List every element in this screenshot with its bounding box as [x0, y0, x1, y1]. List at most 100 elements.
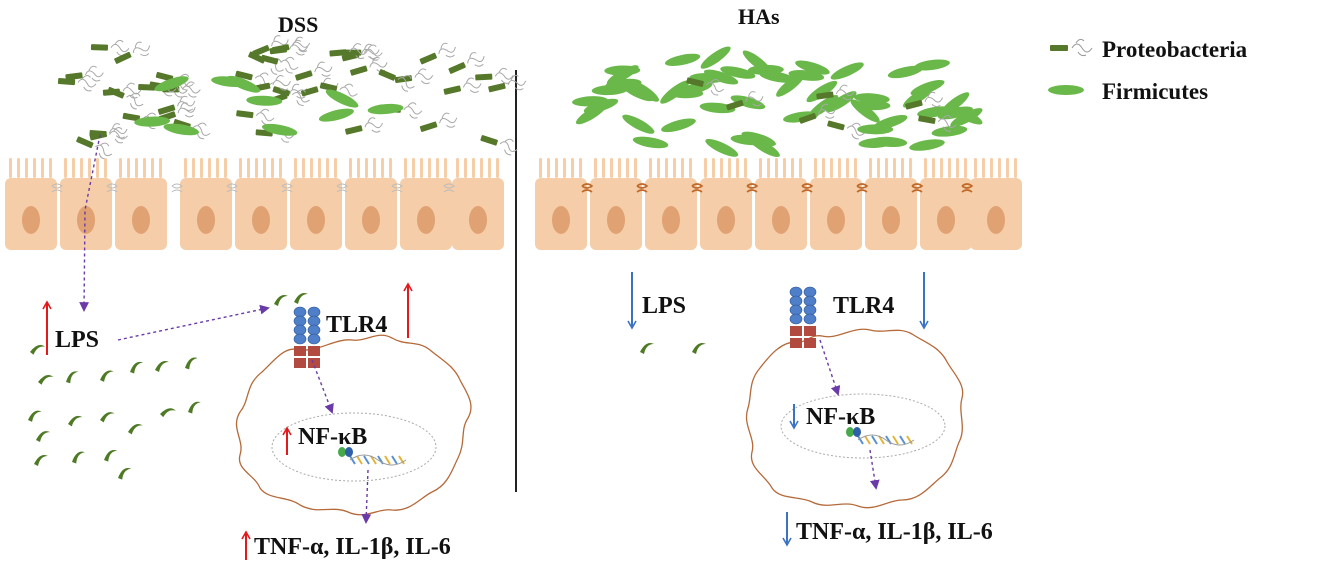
epithelial-cell: [746, 158, 807, 250]
left-lps-to-tlr4-arrow: [117, 304, 270, 341]
lps-fragment: [128, 424, 143, 435]
proteobacteria-bacterium: [329, 43, 368, 60]
epithelial-cell: [801, 158, 862, 250]
firmicutes-bacterium: [677, 81, 713, 96]
firmicutes-bacterium: [747, 64, 784, 75]
epithelial-cell: [581, 158, 642, 250]
proteobacteria-bacterium: [419, 42, 456, 65]
left-nucleus: [271, 412, 437, 482]
left-nfkb-to-cytokine-arrow: [361, 469, 372, 524]
lps-fragment: [274, 295, 288, 306]
proteobacteria-bacterium: [827, 120, 865, 140]
firmicutes-bacterium: [211, 76, 247, 87]
firmicutes-bacterium: [788, 70, 825, 81]
proteobacteria-bacterium: [419, 112, 458, 132]
right-cytokine-down-arrow: [782, 512, 792, 547]
lps-fragment: [155, 360, 169, 372]
epithelial-cell: [106, 158, 167, 250]
proteobacteria-bacterium: [816, 84, 855, 101]
lps-fragment: [130, 361, 144, 374]
firmicutes-bacterium: [910, 79, 945, 96]
firmicutes-bacterium: [572, 96, 609, 107]
proteobacteria-bacterium: [269, 39, 308, 56]
lps-fragment: [66, 371, 79, 384]
right-nucleus: [780, 393, 946, 459]
firmicutes-bacterium: [887, 65, 924, 79]
right-nfkb-down-arrow: [789, 404, 799, 430]
proteobacteria-bacterium: [905, 91, 943, 110]
firmicutes-bacterium: [700, 46, 731, 69]
right-tlr4-down-arrow: [919, 272, 929, 330]
right-lps-label: LPS: [642, 293, 687, 319]
left-tlr4-receptor: [293, 306, 321, 368]
left-cytokine-up-arrow: [241, 530, 251, 560]
firmicutes-bacterium: [830, 62, 864, 80]
left-nfkb-up-arrow: [282, 426, 292, 455]
lps-fragment: [160, 408, 176, 418]
right-microbiota: [572, 46, 983, 158]
epithelial-cell: [856, 158, 917, 250]
right-nfkb-label: NF-κB: [806, 404, 876, 430]
firmicutes-bacterium: [873, 114, 908, 130]
epithelial-cell: [911, 158, 972, 250]
epithelial-cell: [51, 158, 112, 250]
firmicutes-bacterium: [367, 103, 404, 115]
right-tlr4-to-nfkb-arrow: [819, 339, 841, 396]
left-microbiota: [57, 35, 527, 160]
firmicutes-bacterium: [806, 80, 838, 103]
firmicutes-bacterium: [134, 116, 171, 127]
epithelial-cell: [5, 158, 57, 250]
proteobacteria-bacterium: [448, 52, 485, 74]
lps-fragment: [30, 344, 46, 355]
left-lps-up-arrow: [42, 300, 52, 355]
proteobacteria-bacterium: [114, 41, 151, 64]
proteobacteria-bacterium: [272, 86, 310, 106]
epithelial-cell: [443, 158, 504, 250]
lps-fragment: [118, 468, 132, 480]
firmicutes-bacterium: [914, 59, 950, 71]
lps-fragment: [68, 415, 83, 427]
proteobacteria-bacterium: [260, 54, 299, 74]
right-tlr4-receptor: [789, 286, 817, 348]
lps-fragment: [188, 401, 201, 414]
right-nfkb-to-cytokine-arrow: [869, 449, 880, 490]
lps-fragment: [185, 357, 198, 370]
epithelial-cell: [336, 158, 397, 250]
lps-fragment: [692, 343, 706, 354]
firmicutes-bacterium: [660, 80, 690, 104]
firmicutes-bacterium: [575, 103, 607, 125]
left-cytokines-label: TNF-α, IL-1β, IL-6: [254, 534, 451, 560]
right-panel-title: HAs: [738, 4, 780, 29]
proteobacteria-bacterium: [394, 68, 434, 85]
firmicutes-bacterium: [246, 95, 283, 106]
left-lps-fragments: [28, 293, 308, 480]
firmicutes-bacterium: [661, 118, 696, 133]
firmicutes-bacterium: [605, 78, 642, 90]
proteobacteria-bacterium: [350, 57, 388, 76]
firmicutes-bacterium: [795, 60, 830, 75]
lps-fragment: [294, 293, 308, 304]
firmicutes-bacterium: [622, 114, 655, 134]
epithelial-cell: [535, 158, 587, 250]
firmicutes-bacterium: [261, 123, 298, 136]
proteobacteria-bacterium: [798, 103, 836, 124]
firmicutes-bacterium: [705, 138, 739, 157]
proteobacteria-bacterium: [236, 108, 275, 126]
proteobacteria-bacterium: [475, 67, 514, 84]
epithelial-cell: [961, 158, 1022, 250]
right-epithelium: [535, 158, 1022, 250]
left-dna-icon: [338, 447, 407, 466]
right-macrophage: [745, 328, 964, 509]
right-lps-fragments: [640, 343, 706, 354]
proteobacteria-bacterium: [65, 65, 104, 82]
proteobacteria-bacterium: [57, 75, 97, 92]
epithelial-cell: [226, 158, 287, 250]
proteobacteria-bacterium: [378, 69, 415, 92]
regulation-arrows: [42, 272, 929, 560]
proteobacteria-bacterium: [726, 91, 764, 111]
right-lps-down-arrow: [627, 272, 637, 330]
left-epithelium: [5, 158, 504, 250]
proteobacteria-icon: [1050, 38, 1093, 57]
firmicutes-bacterium: [825, 91, 857, 113]
